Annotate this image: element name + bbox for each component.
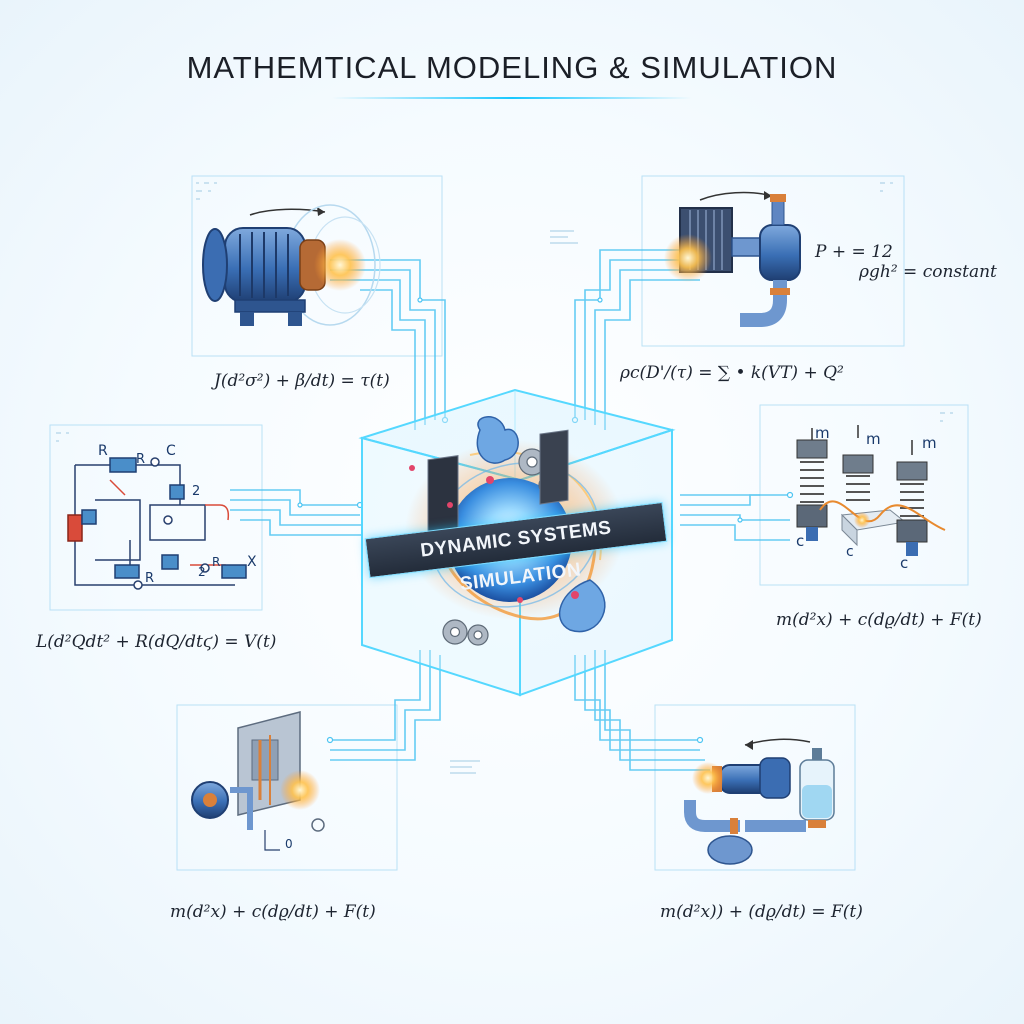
resistor-r1 (109, 457, 137, 473)
rlc-circuit (67, 457, 247, 590)
spring-label-c3: c (900, 554, 908, 572)
spring-unit-1 (796, 428, 828, 541)
circuit-label-r4: R (212, 555, 220, 569)
pump-tank-system (684, 738, 835, 865)
motor-spark (314, 239, 366, 291)
spring-labels: m m m c c c (796, 424, 937, 572)
panel-frames (49, 175, 969, 871)
bernoulli-equation-top: P + = 12 (815, 242, 893, 262)
background-data-texture (56, 182, 953, 774)
pump-panel-frame (654, 704, 856, 871)
mechanical-assembly (191, 711, 325, 851)
motor-equation: J(d²σ²) + β/dt) = τ(t) (214, 371, 390, 391)
circuit-label-r1: R (98, 443, 108, 459)
heat-equation: ρc(D'/(τ) = ∑ • k(VT) + Q² (620, 363, 844, 383)
circuit-label-cap2: 2 (198, 565, 206, 579)
heat-panel-frame (641, 175, 905, 347)
spring-label-m2: m (866, 430, 881, 448)
spring-label-c2: c (846, 544, 854, 560)
title-glow-line (332, 97, 692, 99)
heat-exchanger-pump (664, 191, 801, 327)
mechanism-equation: m(d²x) + c(dϱ/dt) + F(t) (170, 902, 376, 922)
circuit-label-r3: R (145, 571, 154, 586)
circuit-label-c: C (166, 443, 176, 459)
circuit-label-x: X (247, 554, 257, 570)
circuit-labels: R R C 2 R R 2 X (98, 443, 257, 586)
spring-label-c1: c (796, 532, 804, 550)
bernoulli-equation-bottom: ρgh² = constant (859, 262, 997, 282)
circuit-panel-frame (49, 424, 263, 611)
pump-equation: m(d²x)) + (dϱ/dt) = F(t) (660, 902, 863, 922)
motor-panel-frame (191, 175, 443, 357)
spring-label-m1: m (815, 424, 830, 442)
circuit-label-r2: R (136, 452, 145, 467)
spring-mass-damper (796, 425, 946, 556)
spring-equation: m(d²x) + c(dϱ/dt) + F(t) (776, 610, 982, 630)
spring-label-m3: m (922, 434, 937, 452)
mechanism-panel-frame (176, 704, 398, 871)
spring-unit-3 (896, 440, 928, 556)
bernoulli-equation: P + = 12 ρgh² = constant (815, 242, 997, 282)
circuit-label-2: 2 (192, 484, 200, 499)
electric-motor (202, 204, 381, 326)
mechanism-label-o: 0 (285, 837, 293, 851)
page-title: MATHEMTICAL MODELING & SIMULATION (186, 50, 838, 85)
circuit-equation: L(d²Qdt² + R(dQ/dtϛ) = V(t) (36, 632, 277, 652)
